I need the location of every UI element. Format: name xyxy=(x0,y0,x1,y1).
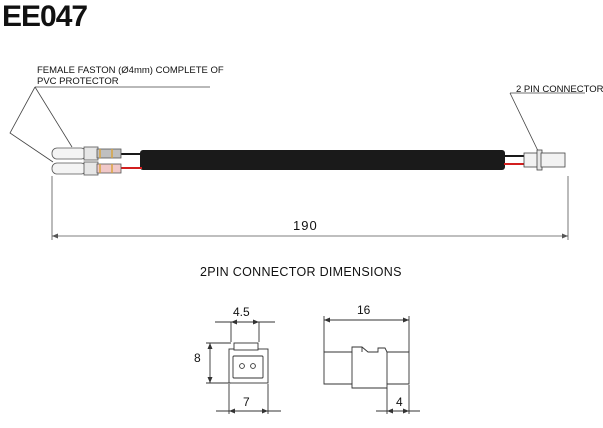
faston-terminal-upper xyxy=(51,146,122,161)
connector-leader xyxy=(509,92,585,156)
two-pin-connector xyxy=(523,149,566,171)
connector-front-view xyxy=(206,319,281,414)
faston-callout: FEMALE FASTON (Ø4mm) COMPLETE OF PVC PRO… xyxy=(37,65,224,87)
side-tip-label: 4 xyxy=(396,395,403,409)
front-width-top-label: 4.5 xyxy=(233,305,250,319)
faston-callout-line1: FEMALE FASTON (Ø4mm) COMPLETE OF xyxy=(37,65,224,76)
overall-length-label: 190 xyxy=(293,218,318,233)
side-length-label: 16 xyxy=(357,303,371,317)
connector-dimensions-heading: 2PIN CONNECTOR DIMENSIONS xyxy=(200,265,402,279)
cable xyxy=(140,150,505,170)
faston-callout-line2: PVC PROTECTOR xyxy=(37,76,119,87)
overall-dimension-line xyxy=(51,176,569,240)
faston-leader xyxy=(9,86,210,163)
front-width-bottom-label: 7 xyxy=(243,395,250,409)
connector-side-view xyxy=(323,316,420,414)
product-code-title: EE047 xyxy=(2,0,88,33)
faston-terminal-lower xyxy=(51,161,122,176)
connector-callout: 2 PIN CONNECTOR xyxy=(516,84,603,95)
front-height-label: 8 xyxy=(194,351,201,365)
